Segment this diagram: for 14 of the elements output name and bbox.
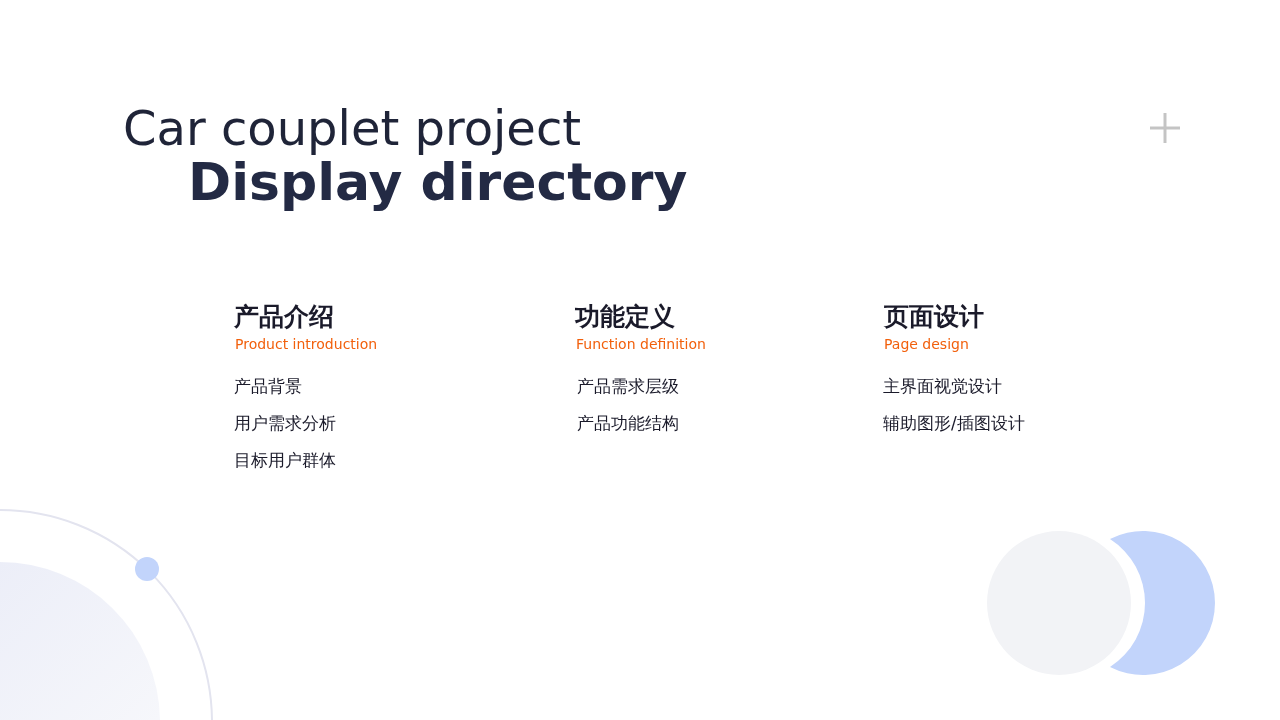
list-item: 产品需求层级 bbox=[577, 375, 679, 398]
list-item: 主界面视觉设计 bbox=[883, 375, 1002, 398]
list-item: 产品背景 bbox=[234, 375, 302, 398]
section-heading: 功能定义 bbox=[575, 301, 675, 333]
section-subheading: Function definition bbox=[576, 336, 706, 352]
list-item: 目标用户群体 bbox=[234, 449, 336, 472]
list-item: 用户需求分析 bbox=[234, 412, 336, 435]
subtitle: Car couplet project bbox=[123, 100, 582, 156]
section-subheading: Page design bbox=[884, 336, 969, 352]
list-item: 产品功能结构 bbox=[577, 412, 679, 435]
list-item: 辅助图形/插图设计 bbox=[883, 412, 1025, 435]
section-heading: 页面设计 bbox=[884, 301, 984, 333]
section-heading: 产品介绍 bbox=[234, 301, 334, 333]
section-subheading: Product introduction bbox=[235, 336, 378, 352]
